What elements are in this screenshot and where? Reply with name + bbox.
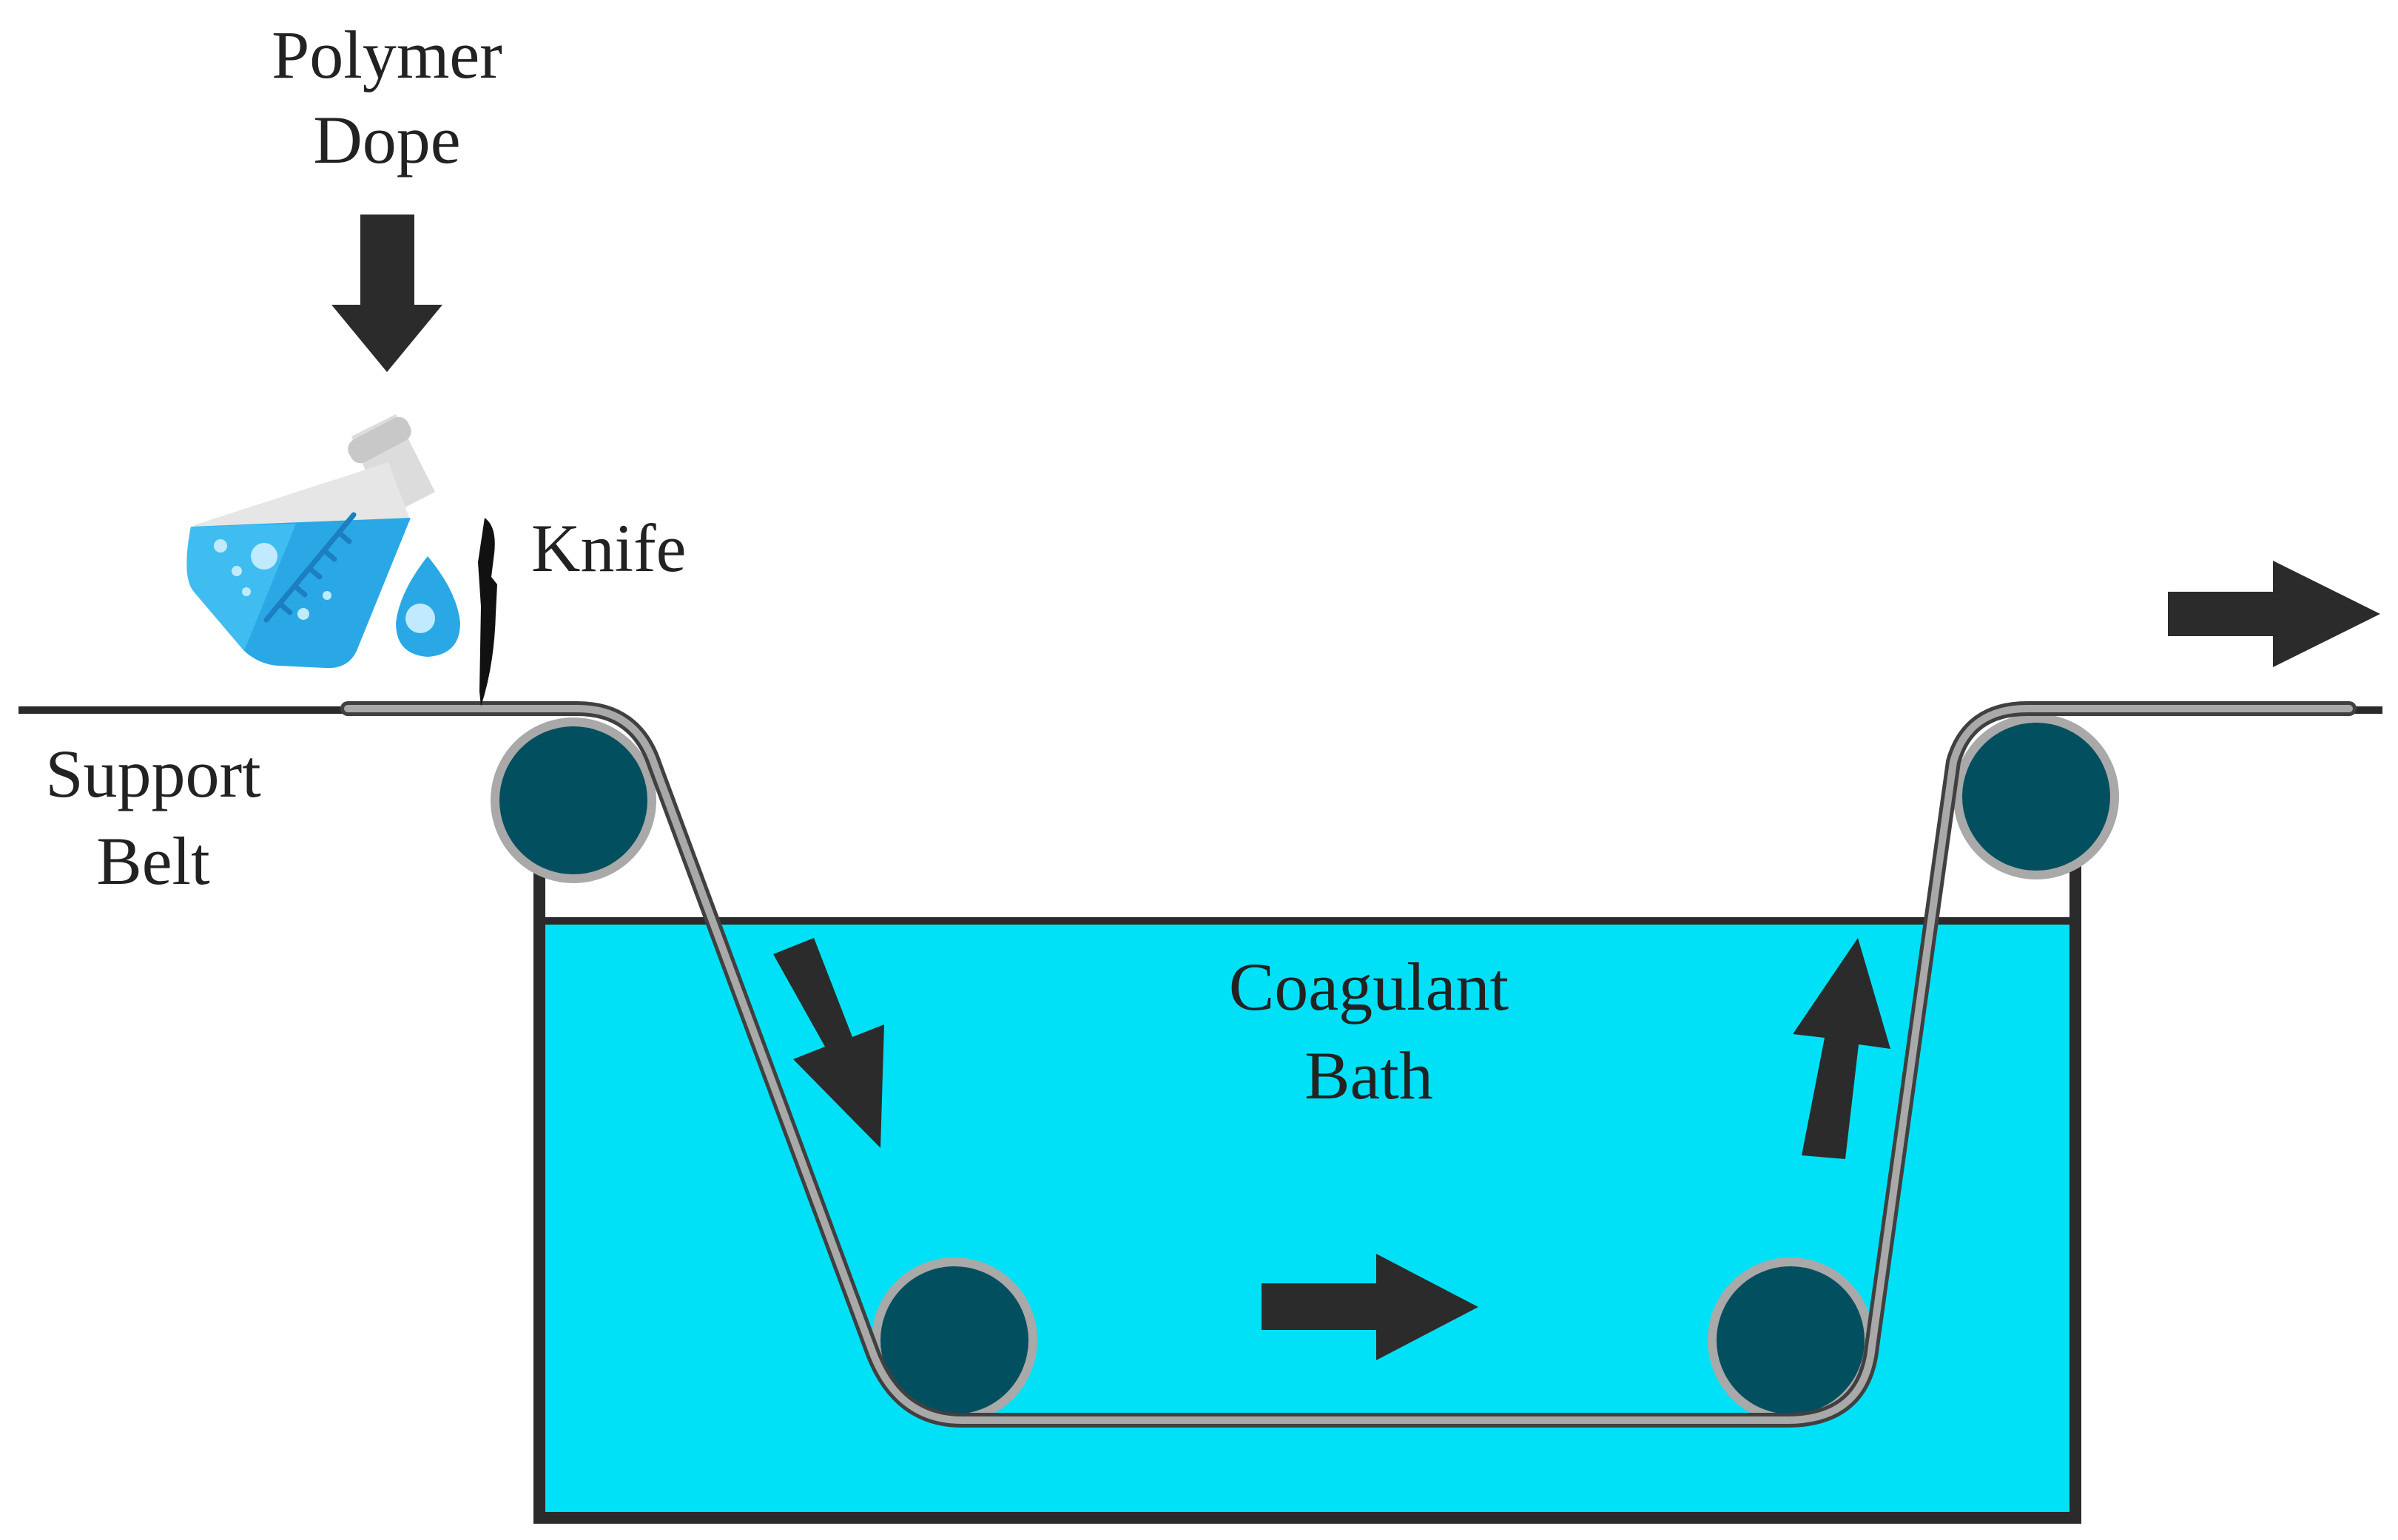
droplet-icon — [396, 556, 460, 657]
diagram-labels: Polymer Dope Knife Support Belt Coagulan… — [45, 17, 1509, 1113]
flask-icon — [186, 414, 435, 669]
label-coagulant: Coagulant — [1229, 949, 1509, 1024]
label-support: Support — [45, 736, 261, 811]
direction-arrows — [331, 215, 2380, 1360]
knife-blade-icon — [478, 518, 497, 706]
label-dope: Dope — [313, 102, 460, 178]
label-bath: Bath — [1304, 1038, 1433, 1113]
roller-top-right — [1953, 714, 2119, 879]
rollers — [491, 714, 2119, 1423]
arrow-down-dope — [331, 215, 442, 372]
label-knife: Knife — [531, 510, 686, 586]
arrow-right-bath — [1262, 1254, 1478, 1360]
label-polymer: Polymer — [272, 17, 502, 92]
roller-top-left — [491, 717, 656, 883]
arrow-up-bath — [1793, 938, 1890, 1159]
label-belt: Belt — [96, 823, 210, 899]
casting-belt — [340, 701, 2357, 1428]
arrow-down-right-bath — [773, 938, 884, 1148]
bath-outline — [533, 865, 2081, 1524]
arrow-right-top — [2168, 561, 2380, 667]
